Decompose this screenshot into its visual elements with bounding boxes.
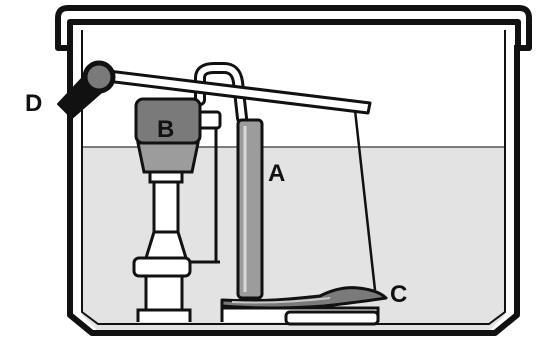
label-c: C (390, 281, 407, 308)
fill-valve-collar (134, 258, 190, 276)
label-d: D (25, 90, 42, 117)
flush-handle-pivot (85, 63, 113, 91)
fill-valve-base (146, 276, 182, 312)
tank-lid (58, 8, 529, 48)
overflow-tube (238, 120, 262, 298)
fill-valve-shaft (154, 182, 178, 232)
label-a: A (268, 160, 285, 187)
flush-valve-seat-block (286, 312, 378, 324)
flush-handle (58, 63, 113, 118)
fill-valve-flare (146, 232, 186, 258)
fill-valve-foot (138, 310, 190, 322)
overflow-tube-body (238, 120, 262, 298)
label-b: B (157, 116, 174, 143)
fill-valve-body (138, 143, 198, 172)
